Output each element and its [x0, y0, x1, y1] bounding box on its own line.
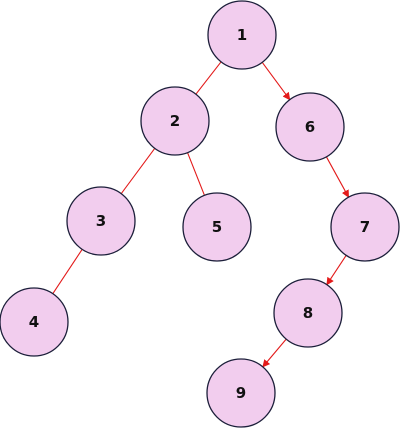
- node-label: 6: [305, 118, 315, 136]
- edge-n2-n5: [186, 152, 206, 196]
- node-circle: [182, 192, 252, 262]
- edge-n1-n6: [261, 61, 291, 101]
- node-label: 1: [237, 26, 247, 44]
- node-label: 8: [303, 304, 313, 322]
- tree-node-4: 4: [0, 287, 69, 357]
- node-label: 7: [360, 218, 370, 236]
- tree-node-3: 3: [66, 186, 136, 256]
- edge-n1-n2: [195, 61, 222, 95]
- node-circle: [207, 0, 277, 70]
- node-circle: [275, 92, 345, 162]
- tree-node-9: 9: [206, 358, 276, 428]
- node-circle: [0, 287, 69, 357]
- node-circle: [330, 192, 400, 262]
- edge-n3-n4: [52, 248, 83, 295]
- node-circle: [66, 186, 136, 256]
- edge-n7-n8: [326, 254, 347, 286]
- node-circle: [273, 278, 343, 348]
- edge-n8-n9: [262, 338, 287, 368]
- tree-node-6: 6: [275, 92, 345, 162]
- tree-node-7: 7: [330, 192, 400, 262]
- edges-layer: [52, 61, 350, 368]
- edge-n6-n7: [325, 156, 350, 198]
- node-circle: [206, 358, 276, 428]
- node-label: 3: [96, 212, 106, 230]
- node-label: 2: [170, 112, 180, 130]
- edge-n2-n3: [120, 147, 156, 195]
- tree-node-8: 8: [273, 278, 343, 348]
- tree-node-5: 5: [182, 192, 252, 262]
- node-label: 5: [212, 218, 222, 236]
- tree-node-1: 1: [207, 0, 277, 70]
- node-label: 9: [236, 384, 246, 402]
- node-circle: [140, 86, 210, 156]
- tree-node-2: 2: [140, 86, 210, 156]
- node-label: 4: [29, 313, 39, 331]
